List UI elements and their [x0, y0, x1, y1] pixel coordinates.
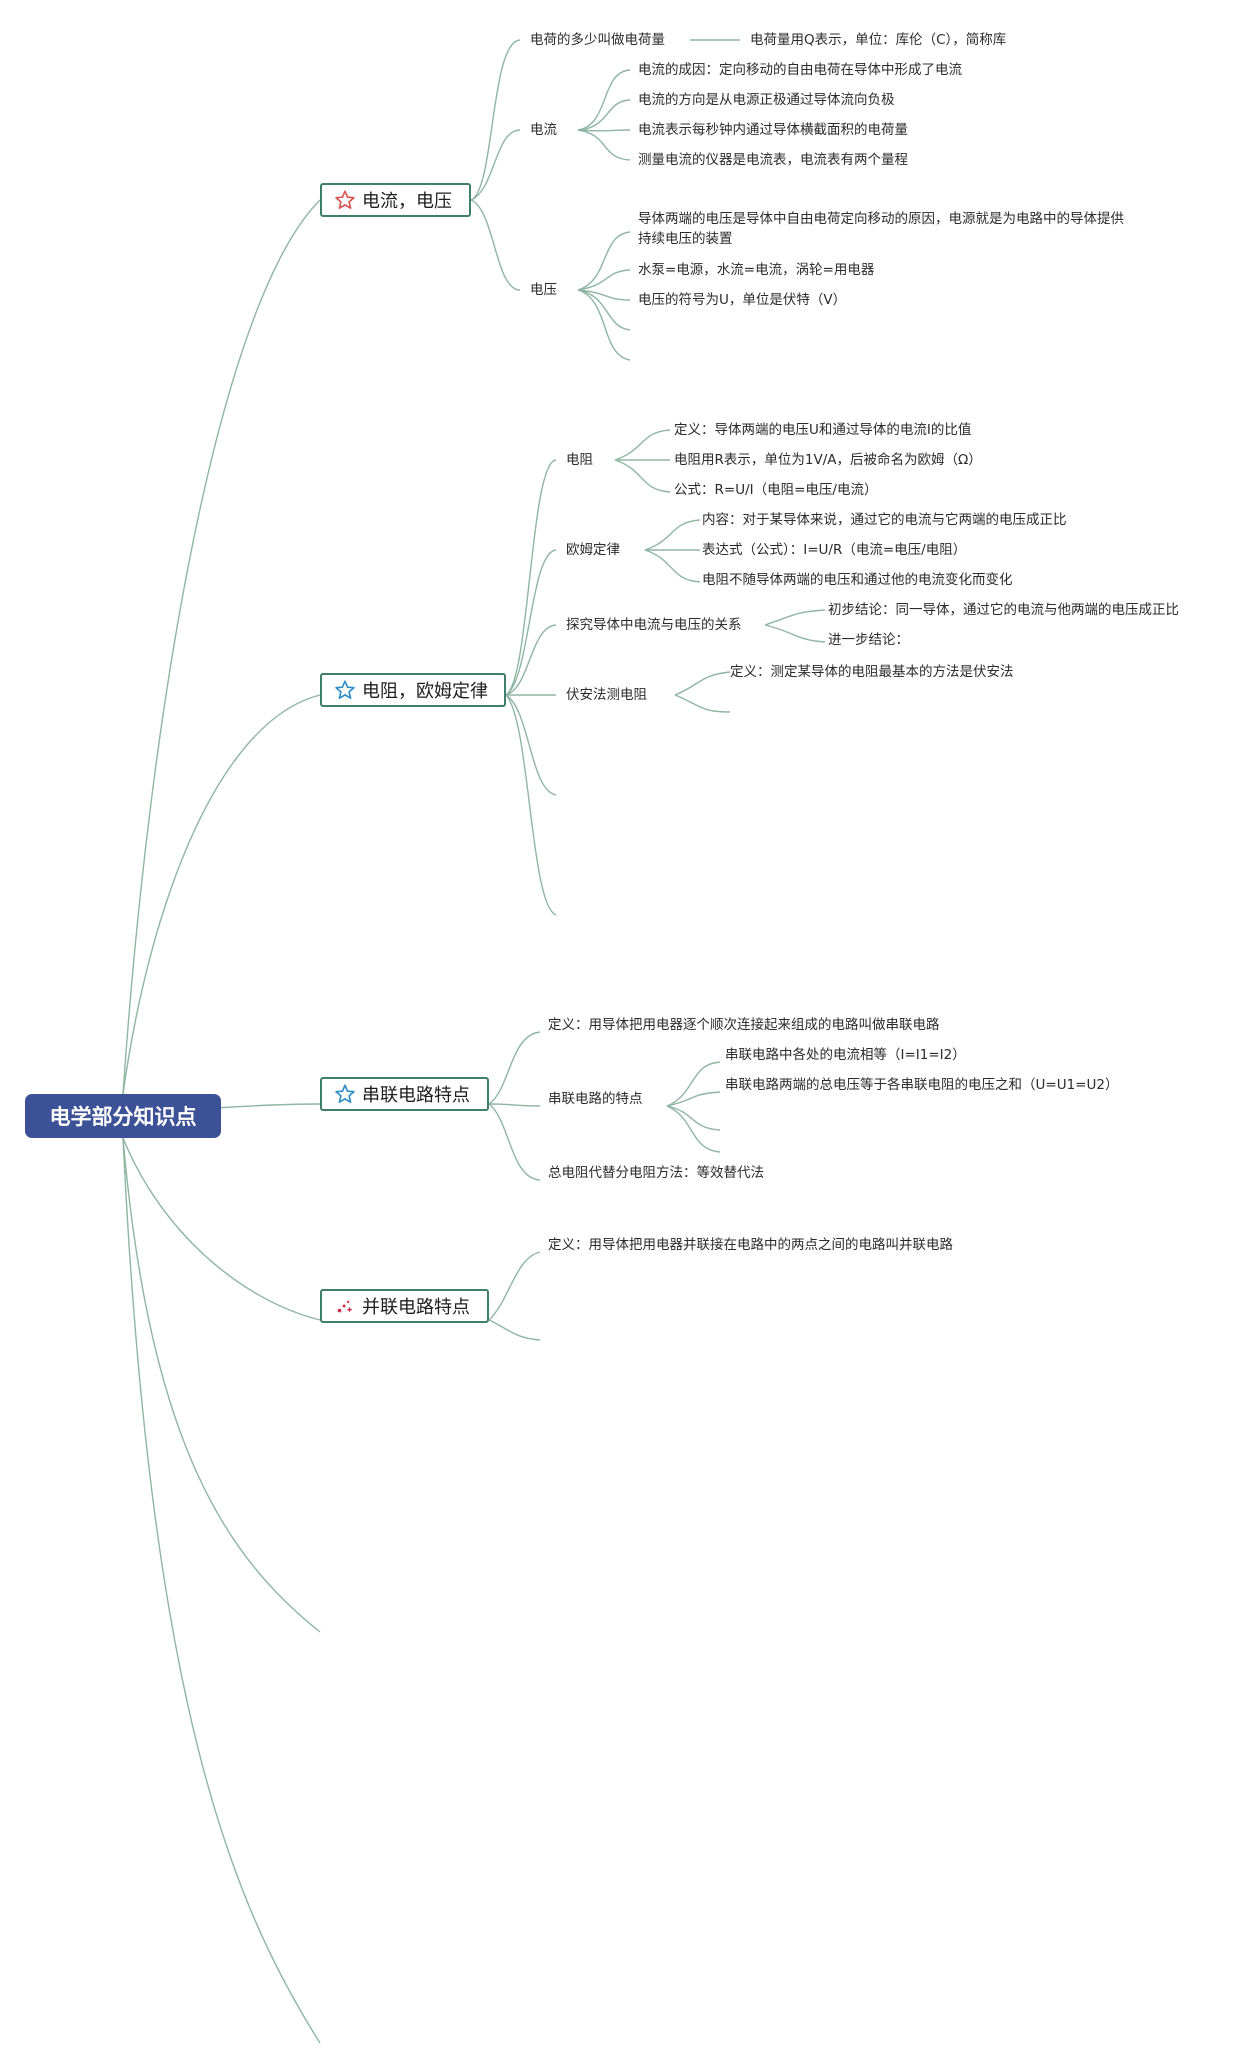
leaf-current-direction[interactable]: 电流的方向是从电源正极通过导体流向负极: [638, 92, 895, 108]
topic-label: 并联电路特点: [362, 1297, 470, 1318]
leaf-ohm-content[interactable]: 内容：对于某导体来说，通过它的电流与它两端的电压成正比: [702, 512, 1067, 528]
leaf-current-meter[interactable]: 测量电流的仪器是电流表，电流表有两个量程: [638, 152, 908, 168]
star-red-icon: [334, 189, 356, 211]
topic-series-circuit[interactable]: 串联电路特点: [320, 1077, 489, 1111]
topic4-links: [488, 1251, 541, 1341]
leaf-ohm-formula[interactable]: 表达式（公式）：I=U/R（电流=电压/电阻）: [702, 542, 967, 558]
root-links: [122, 199, 321, 2044]
leaf-equivalent-substitution[interactable]: 总电阻代替分电阻方法：等效替代法: [548, 1165, 764, 1181]
topic2-links: [505, 429, 826, 916]
star-blue-icon: [334, 679, 356, 701]
branch-voltage[interactable]: 电压: [530, 282, 557, 298]
leaf-voltage-unit[interactable]: 电压的符号为U，单位是伏特（V）: [638, 292, 847, 308]
leaf-ohm-note[interactable]: 电阻不随导体两端的电压和通过他的电流变化而变化: [702, 572, 1013, 588]
branch-current[interactable]: 电流: [530, 122, 557, 138]
topic-label: 电阻，欧姆定律: [362, 681, 488, 702]
leaf-voltammetry-definition[interactable]: 定义：测定某导体的电阻最基本的方法是伏安法: [730, 664, 1014, 680]
leaf-parallel-definition[interactable]: 定义：用导体把用电器并联接在电路中的两点之间的电路叫并联电路: [548, 1237, 953, 1253]
root-node[interactable]: 电学部分知识点: [25, 1094, 221, 1138]
branch-charge-amount[interactable]: 电荷的多少叫做电荷量: [530, 32, 665, 48]
topic1-links: [470, 39, 740, 361]
topic-label: 电流，电压: [362, 191, 452, 212]
topic-current-voltage[interactable]: 电流，电压: [320, 183, 471, 217]
leaf-charge-unit[interactable]: 电荷量用Q表示，单位：库伦（C），简称库: [750, 32, 1007, 48]
branch-ohm-law[interactable]: 欧姆定律: [566, 542, 620, 558]
leaf-voltage-analogy[interactable]: 水泵=电源，水流=电流，涡轮=用电器: [638, 262, 875, 278]
branch-series-features[interactable]: 串联电路的特点: [548, 1091, 643, 1107]
branch-explore-current-voltage[interactable]: 探究导体中电流与电压的关系: [566, 617, 742, 633]
topic-parallel-circuit[interactable]: 并联电路特点: [320, 1289, 489, 1323]
leaf-series-definition[interactable]: 定义：用导体把用电器逐个顺次连接起来组成的电路叫做串联电路: [548, 1017, 940, 1033]
root-label: 电学部分知识点: [49, 1105, 197, 1129]
leaf-series-voltage[interactable]: 串联电路两端的总电压等于各串联电阻的电压之和（U=U1=U2）: [725, 1077, 1119, 1093]
leaf-current-definition[interactable]: 电流表示每秒钟内通过导体横截面积的电荷量: [638, 122, 908, 138]
topic-resistance-ohm[interactable]: 电阻，欧姆定律: [320, 673, 506, 707]
leaf-initial-conclusion[interactable]: 初步结论：同一导体，通过它的电流与他两端的电压成正比: [828, 602, 1179, 618]
leaf-resistance-formula[interactable]: 公式：R=U/I（电阻=电压/电流）: [674, 482, 878, 498]
topic3-links: [488, 1031, 721, 1181]
branch-voltammetry[interactable]: 伏安法测电阻: [566, 687, 647, 703]
leaf-resistance-unit[interactable]: 电阻用R表示，单位为1V/A，后被命名为欧姆（Ω）: [674, 452, 982, 468]
leaf-series-current[interactable]: 串联电路中各处的电流相等（I=I1=I2）: [725, 1047, 966, 1063]
topic-label: 串联电路特点: [362, 1085, 470, 1106]
leaf-current-cause[interactable]: 电流的成因：定向移动的自由电荷在导体中形成了电流: [638, 62, 962, 78]
leaf-resistance-definition[interactable]: 定义：导体两端的电压U和通过导体的电流I的比值: [674, 422, 972, 438]
leaf-voltage-cause[interactable]: 导体两端的电压是导体中自由电荷定向移动的原因，电源就是为电路中的导体提供持续电压…: [638, 211, 1124, 247]
branch-resistance[interactable]: 电阻: [566, 452, 593, 468]
sparkle-icon: [334, 1295, 356, 1317]
star-blue-icon: [334, 1083, 356, 1105]
leaf-further-conclusion[interactable]: 进一步结论：: [828, 632, 909, 648]
